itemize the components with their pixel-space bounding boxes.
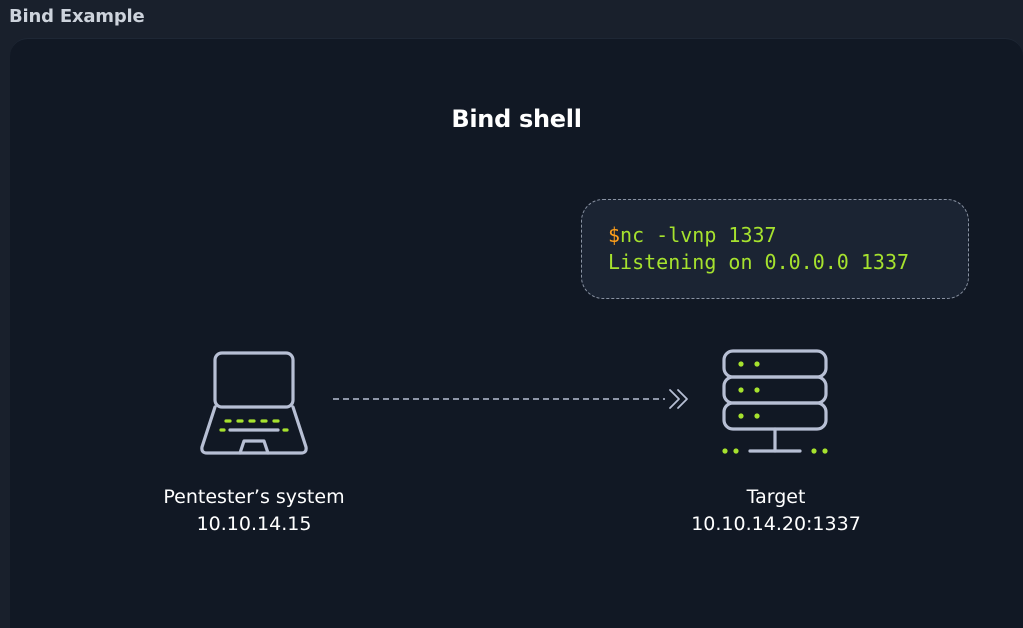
pentester-address: 10.10.14.15 <box>196 513 312 535</box>
target-label: Target 10.10.14.20:1337 <box>656 484 896 538</box>
window-title: Bind Example <box>9 6 145 27</box>
laptop-icon <box>200 351 308 455</box>
terminal-command-line: $nc -lvnp 1337 <box>608 222 968 249</box>
diagram-panel: Bind shell $nc -lvnp 1337 Listening on 0… <box>10 38 1023 628</box>
pentester-name: Pentester’s system <box>163 486 345 508</box>
server-icon <box>722 349 828 454</box>
terminal-command: nc -lvnp 1337 <box>620 223 777 247</box>
terminal-output: Listening on 0.0.0.0 1337 <box>608 250 910 274</box>
connection-arrow <box>333 389 688 409</box>
diagram-title: Bind shell <box>451 105 582 133</box>
terminal-prompt: $ <box>608 223 621 247</box>
target-name: Target <box>746 486 806 508</box>
pentester-label: Pentester’s system 10.10.14.15 <box>134 484 374 538</box>
terminal-box: $nc -lvnp 1337 Listening on 0.0.0.0 1337 <box>581 199 969 299</box>
target-address: 10.10.14.20:1337 <box>691 513 861 535</box>
